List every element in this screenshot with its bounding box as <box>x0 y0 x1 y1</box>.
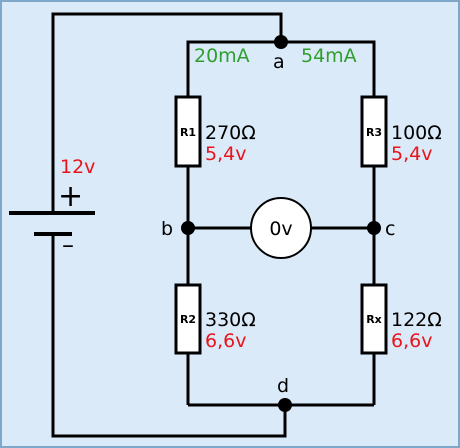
node-b-label: b <box>161 218 173 240</box>
voltmeter-reading: 0v <box>269 218 292 240</box>
junction-d-dot <box>278 398 292 412</box>
resistor-r3-voltage: 5,4v <box>391 143 432 165</box>
junction-a-dot <box>274 35 288 49</box>
voltmeter <box>250 197 312 259</box>
battery-minus-sign: – <box>62 231 74 259</box>
node-c-label: c <box>385 218 395 240</box>
resistor-r3-body <box>360 95 388 168</box>
resistor-rx-body <box>360 283 388 355</box>
resistor-r1-body <box>174 95 202 168</box>
battery-voltage-label: 12v <box>60 156 95 178</box>
resistor-r1-name: R1 <box>180 126 196 139</box>
battery-short-plate <box>34 232 72 236</box>
resistor-r2-value: 330Ω <box>205 309 256 331</box>
resistor-r2-body <box>174 283 202 355</box>
wires <box>51 12 376 438</box>
junction-c-dot <box>367 221 381 235</box>
node-d-label: d <box>277 375 289 397</box>
wire-battery-bottom <box>51 235 287 438</box>
resistor-rx-voltage: 6,6v <box>391 330 432 352</box>
junction-b-dot <box>181 221 195 235</box>
battery-long-plate <box>9 211 95 215</box>
current-right-label: 54mA <box>301 45 357 67</box>
resistor-r1-voltage: 5,4v <box>205 143 246 165</box>
resistor-r3-name: R3 <box>366 126 382 139</box>
wire-battery-top <box>51 12 283 213</box>
resistor-r2-name: R2 <box>180 313 196 326</box>
resistor-rx-name: Rx <box>366 313 382 326</box>
resistor-r1-value: 270Ω <box>205 122 256 144</box>
resistor-rx-value: 122Ω <box>391 309 442 331</box>
current-left-label: 20mA <box>194 45 250 67</box>
node-a-label: a <box>273 51 285 73</box>
resistor-r2-voltage: 6,6v <box>205 330 246 352</box>
battery-plus-sign: + <box>58 179 83 214</box>
resistor-r3-value: 100Ω <box>391 122 442 144</box>
